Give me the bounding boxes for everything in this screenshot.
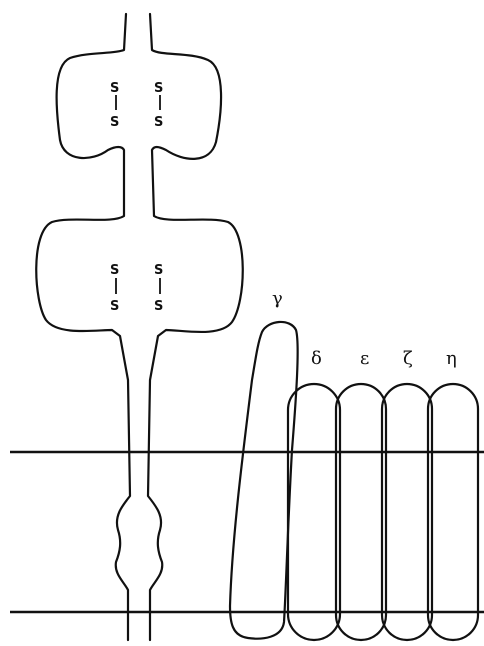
disulfide-s-label: S [110, 115, 119, 130]
subunit-epsilon [336, 384, 386, 640]
disulfide-s-label: S [110, 81, 119, 96]
disulfide-s-label: S [110, 299, 119, 314]
disulfide-s-label: S [110, 263, 119, 278]
subunit-label-eta: η [446, 348, 457, 369]
disulfide-s-label: S [154, 81, 163, 96]
disulfide-s-label: S [154, 299, 163, 314]
subunit-label-gamma: γ [272, 288, 283, 309]
disulfide-s-label: S [154, 263, 163, 278]
disulfide-s-label: S [154, 115, 163, 130]
subunit-zeta [382, 384, 432, 640]
subunit-label-zeta: ζ [403, 348, 413, 369]
subunit-label-epsilon: ε [360, 348, 369, 369]
subunit-eta [428, 384, 478, 640]
subunit-delta [288, 384, 340, 640]
right-chain [148, 14, 243, 640]
subunit-label-delta: δ [311, 348, 322, 369]
